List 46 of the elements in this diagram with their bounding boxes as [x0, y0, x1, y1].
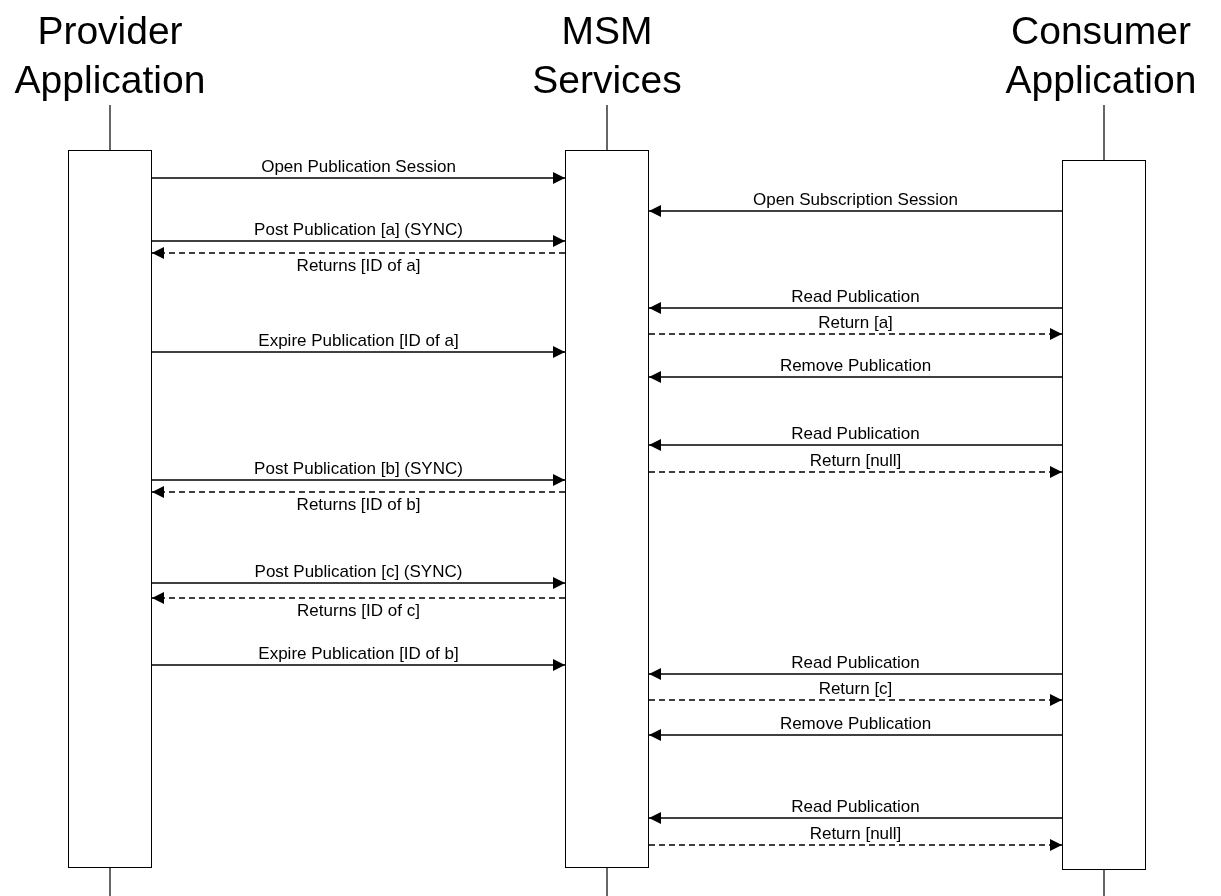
return-arrow	[151, 592, 566, 604]
activation-bar	[1062, 160, 1146, 870]
edge-label: Read Publication	[790, 287, 921, 307]
message-arrow	[151, 577, 566, 589]
edge-label: Remove Publication	[778, 714, 933, 734]
edge-label: Open Publication Session	[260, 157, 457, 177]
edge-label: Expire Publication [ID of a]	[257, 331, 460, 351]
lifeline-title: Provider Application	[13, 8, 207, 103]
message-arrow	[151, 172, 566, 184]
message-arrow	[151, 346, 566, 358]
edge-label: Expire Publication [ID of b]	[257, 644, 460, 664]
edge-label: Read Publication	[790, 797, 921, 817]
message-arrow	[151, 474, 566, 486]
message-arrow	[648, 371, 1063, 383]
edge-label: Remove Publication	[778, 356, 933, 376]
edge-label: Post Publication [a] (SYNC)	[253, 220, 464, 240]
activation-bar	[565, 150, 649, 868]
message-arrow	[151, 235, 566, 247]
edge-label: Returns [ID of a]	[295, 256, 422, 276]
edge-label: Post Publication [c] (SYNC)	[253, 562, 464, 582]
message-arrow	[648, 205, 1063, 217]
lifeline-title: Consumer Application	[1004, 8, 1198, 103]
return-arrow	[151, 486, 566, 498]
message-arrow	[648, 668, 1063, 680]
message-arrow	[648, 439, 1063, 451]
lifeline-title: MSM Services	[531, 8, 683, 103]
edge-label: Return [c]	[817, 679, 894, 699]
edge-label: Return [a]	[817, 313, 894, 333]
edge-label: Return [null]	[808, 824, 903, 844]
return-arrow	[648, 328, 1063, 340]
edge-label: Open Subscription Session	[751, 190, 960, 210]
message-arrow	[648, 812, 1063, 824]
return-arrow	[648, 839, 1063, 851]
return-arrow	[648, 466, 1063, 478]
return-arrow	[151, 247, 566, 259]
edge-label: Post Publication [b] (SYNC)	[253, 459, 464, 479]
edge-label: Returns [ID of b]	[295, 495, 422, 515]
activation-bar	[68, 150, 152, 868]
edge-label: Returns [ID of c]	[296, 601, 421, 621]
edge-label: Read Publication	[790, 424, 921, 444]
message-arrow	[648, 302, 1063, 314]
message-arrow	[151, 659, 566, 671]
edge-label: Return [null]	[808, 451, 903, 471]
message-arrow	[648, 729, 1063, 741]
edge-label: Read Publication	[790, 653, 921, 673]
return-arrow	[648, 694, 1063, 706]
